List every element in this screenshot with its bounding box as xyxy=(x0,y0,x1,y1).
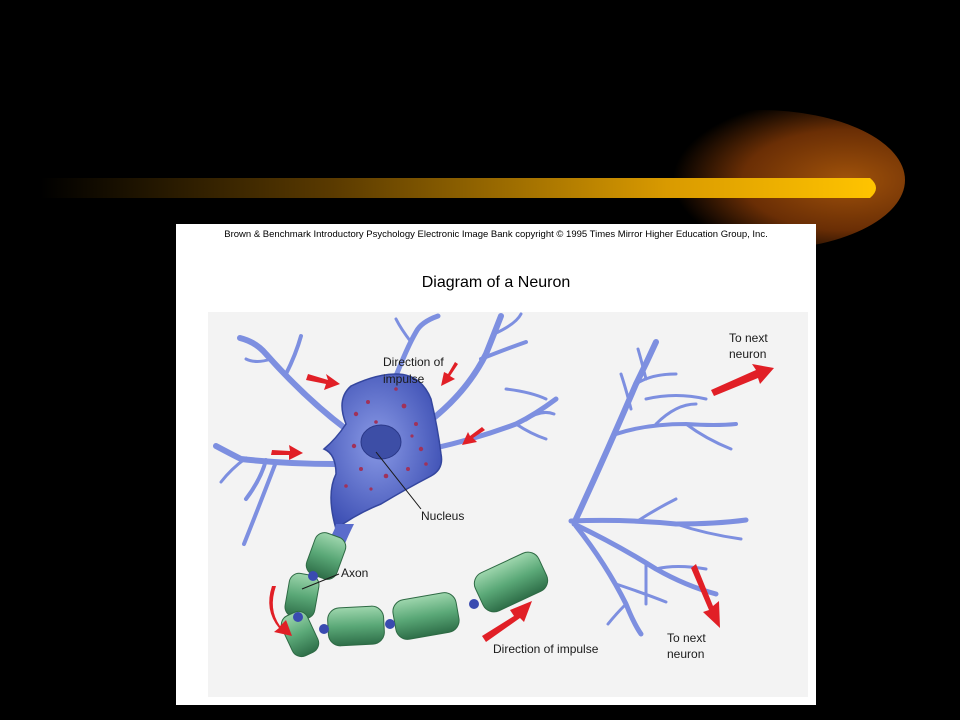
arrow-icon xyxy=(711,364,774,396)
nucleus-shape xyxy=(360,424,402,460)
arrow-icon xyxy=(441,362,458,386)
label-next-neuron-top-line2: neuron xyxy=(729,347,766,361)
arrow-icon xyxy=(462,427,485,445)
impulse-arrows xyxy=(269,362,774,642)
figure-credit: Brown & Benchmark Introductory Psycholog… xyxy=(224,229,768,240)
label-next-neuron-top-line1: To next xyxy=(729,331,768,345)
myelin-segment xyxy=(305,532,347,580)
arrow-icon xyxy=(271,445,303,460)
label-direction-top-line2: impulse xyxy=(383,372,425,386)
label-direction-top-line1: Direction of xyxy=(383,355,444,369)
arrow-icon xyxy=(269,586,292,636)
label-next-neuron-bottom-line2: neuron xyxy=(667,647,704,661)
streak-bar xyxy=(40,178,876,198)
neuron-diagram: Direction of impulse Nucleus Axon Direct… xyxy=(208,312,808,697)
arrow-icon xyxy=(306,374,340,390)
axon-terminals xyxy=(568,339,749,637)
figure-panel: Brown & Benchmark Introductory Psycholog… xyxy=(176,224,816,705)
leader-lines xyxy=(301,451,422,590)
myelin-segment xyxy=(280,610,320,658)
myelin-sheath xyxy=(280,532,549,658)
label-nucleus: Nucleus xyxy=(421,509,464,523)
myelin-segment xyxy=(327,605,385,647)
figure-title: Diagram of a Neuron xyxy=(421,274,571,291)
dendrites xyxy=(213,312,559,546)
myelin-segment xyxy=(473,551,549,613)
label-axon: Axon xyxy=(341,566,368,580)
arrow-icon xyxy=(482,601,532,642)
nissl-speckles xyxy=(344,387,428,491)
label-direction-bottom: Direction of impulse xyxy=(493,642,599,656)
myelin-segment xyxy=(392,592,460,640)
nodes-of-ranvier xyxy=(293,571,479,634)
label-next-neuron-bottom-line1: To next xyxy=(667,631,706,645)
arrow-icon xyxy=(691,564,720,628)
